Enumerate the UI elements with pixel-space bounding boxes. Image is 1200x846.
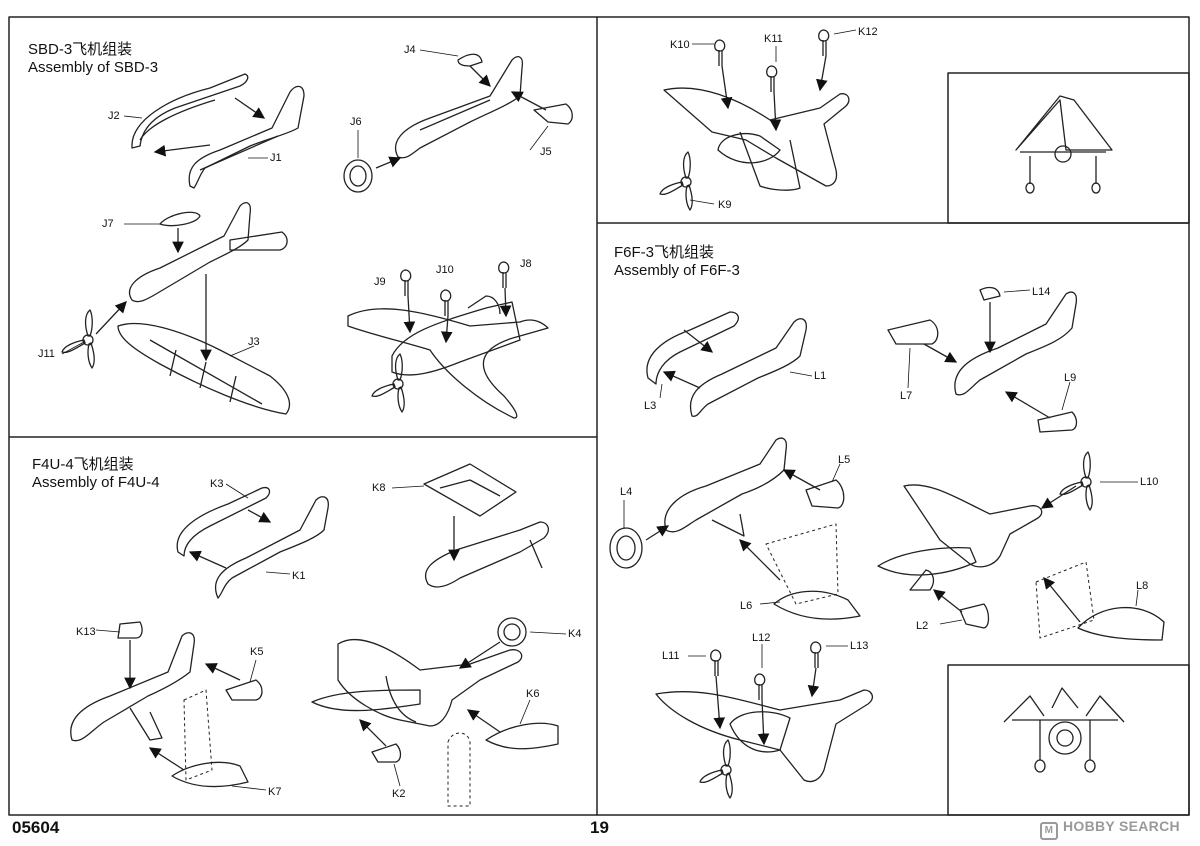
f6f3-front-view-top — [1015, 95, 1113, 194]
sbd3-complete-aircraft — [347, 261, 549, 419]
sbd3-leader-lines — [61, 49, 549, 357]
sbd3-fuselage-wing-fit — [61, 202, 291, 415]
f6f3-fuselage-halves — [646, 311, 807, 417]
part-label-j10: J10 — [436, 264, 454, 276]
part-label-l9: L9 — [1064, 372, 1077, 384]
part-label-l12: L12 — [752, 632, 771, 644]
part-label-k8: K8 — [372, 482, 386, 494]
part-label-j11: J11 — [38, 348, 55, 360]
part-label-l2: L2 — [916, 620, 929, 632]
f6f3-top-leader-lines — [689, 29, 857, 205]
part-label-j9: J9 — [374, 276, 386, 288]
part-label-l4: L4 — [620, 486, 633, 498]
f6f3-fuselage-wing-assembled — [877, 451, 1165, 641]
part-label-l8: L8 — [1136, 580, 1149, 592]
f4u4-complete-aircraft — [311, 617, 559, 807]
page-number: 19 — [590, 818, 609, 837]
part-label-k5: K5 — [250, 646, 264, 658]
part-label-k12: K12 — [858, 26, 878, 38]
part-label-l6: L6 — [740, 600, 753, 612]
f6f3-complete-aircraft — [655, 641, 874, 799]
f4u4-leader-lines — [95, 483, 567, 791]
f6f3-fuselage-wing-fit — [609, 437, 861, 620]
part-label-k6: K6 — [526, 688, 540, 700]
f6f3-title-cn: F6F-3飞机组装 — [614, 244, 715, 261]
part-label-l14: L14 — [1032, 286, 1051, 298]
f4u4-title-cn: F4U-4飞机组装 — [32, 456, 134, 473]
part-label-j4: J4 — [404, 44, 416, 56]
part-label-l5: L5 — [838, 454, 851, 466]
sbd3-fuselage-assembled — [343, 53, 573, 193]
f6f3-top-assembly — [659, 29, 850, 211]
f6f3-title-en: Assembly of F6F-3 — [614, 262, 740, 279]
part-label-l13: L13 — [850, 640, 869, 652]
watermark: M HOBBY SEARCH — [1040, 818, 1180, 840]
part-label-k11: K11 — [764, 33, 783, 45]
part-label-l10: L10 — [1140, 476, 1159, 488]
part-label-l3: L3 — [644, 400, 657, 412]
f6f3-leader-lines — [623, 289, 1139, 668]
part-label-j5: J5 — [540, 146, 552, 158]
f6f3-fuselage-cockpit — [887, 286, 1078, 433]
f4u4-title-en: Assembly of F4U-4 — [32, 474, 160, 491]
part-label-k7: K7 — [268, 786, 282, 798]
part-label-l7: L7 — [900, 390, 913, 402]
watermark-text: HOBBY SEARCH — [1063, 818, 1180, 834]
panel-frames — [8, 16, 1190, 816]
watermark-logo-icon: M — [1040, 822, 1058, 840]
sbd3-title-cn: SBD-3飞机组装 — [28, 41, 133, 58]
part-label-l1: L1 — [814, 370, 827, 382]
part-label-k10: K10 — [670, 39, 690, 51]
part-label-j7: J7 — [102, 218, 114, 230]
part-label-j3: J3 — [248, 336, 260, 348]
part-label-k3: K3 — [210, 478, 224, 490]
f4u4-cockpit-tail — [70, 621, 263, 788]
part-label-k1: K1 — [292, 570, 306, 582]
f4u4-fuselage-wing-fit — [423, 463, 550, 588]
sbd3-fuselage-halves — [131, 73, 305, 189]
sbd3-title-en: Assembly of SBD-3 — [28, 59, 159, 76]
f4u4-fuselage-halves — [176, 486, 329, 599]
part-label-k9: K9 — [718, 199, 732, 211]
part-label-k4: K4 — [568, 628, 582, 640]
part-label-k13: K13 — [76, 626, 96, 638]
part-label-j8: J8 — [520, 258, 532, 270]
catalog-number: 05604 — [12, 818, 60, 837]
part-label-l11: L11 — [662, 650, 680, 662]
part-label-k2: K2 — [392, 788, 406, 800]
f6f3-front-view-bottom — [1003, 687, 1125, 773]
part-label-j1: J1 — [270, 152, 282, 164]
part-label-j2: J2 — [108, 110, 120, 122]
part-label-j6: J6 — [350, 116, 362, 128]
